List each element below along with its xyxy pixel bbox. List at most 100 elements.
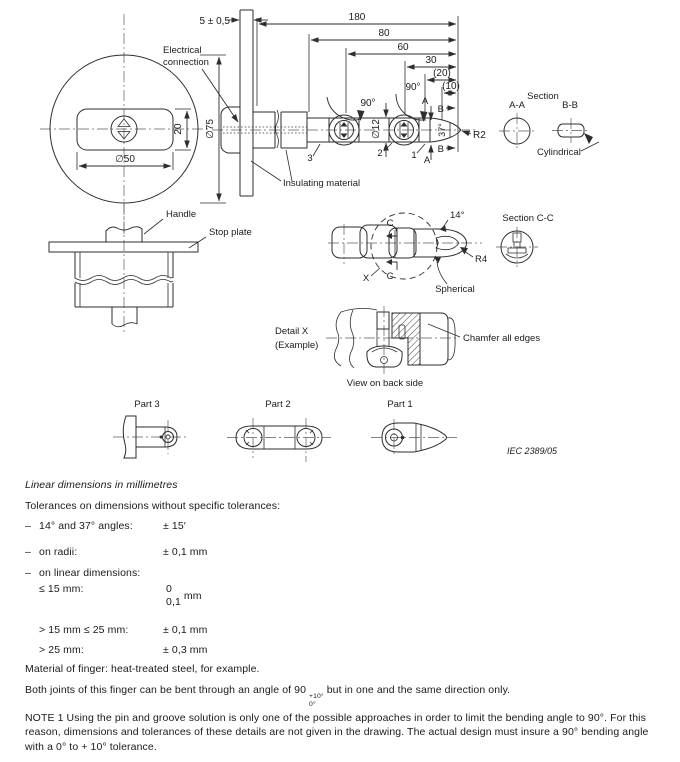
tolerance-row-gt25: > 25 mm: ± 0,3 mm bbox=[25, 644, 208, 656]
section-c-top-label: C bbox=[387, 218, 394, 229]
part2-label: Part 2 bbox=[265, 399, 290, 410]
detail-x-view: Detail X (Example) Chamfer all edges Vie… bbox=[275, 306, 540, 389]
tolerance-row-15-25: > 15 mm ≤ 25 mm: ± 0,1 mm bbox=[25, 624, 208, 636]
parts-row: Part 3 Part 2 Part 1 bbox=[113, 399, 457, 462]
finger-side-view: 37° ∅12 90° 90° A A B B R2 1 2 3 Electri… bbox=[163, 45, 486, 189]
knob-down-arrow-icon bbox=[117, 131, 131, 140]
bullet-dash: – bbox=[25, 546, 31, 558]
handle-stub bbox=[220, 106, 241, 154]
tolerance-label: on radii: bbox=[39, 546, 78, 558]
dim-r4: R4 bbox=[475, 254, 487, 265]
linear-dimensions-heading: Linear dimensions in millimetres bbox=[25, 479, 178, 491]
detail-x-label-1: Detail X bbox=[275, 326, 309, 337]
part-ref-2: 2 bbox=[377, 148, 382, 159]
hatched-section bbox=[391, 312, 421, 366]
finger-tip-outline bbox=[429, 117, 461, 143]
stop-plate-top-view: 5 ± 0,5 bbox=[199, 9, 268, 197]
bent-tip-outline bbox=[413, 228, 467, 258]
dim-10p: (10) bbox=[442, 81, 460, 92]
joints-tolerance-stack: +10°0° bbox=[309, 693, 324, 709]
tolerance-row-le15: ≤ 15 mm: 0 0,1 mm bbox=[25, 583, 202, 609]
section-a-bottom-label: A bbox=[424, 155, 431, 166]
note-1: NOTE 1 Using the pin and groove solution… bbox=[25, 712, 649, 753]
tolerance-upper: 0 bbox=[166, 583, 172, 595]
section-cc-label: Section C-C bbox=[502, 213, 553, 224]
detail-x-label-2: (Example) bbox=[275, 340, 318, 351]
dim-plate-thickness: 5 ± 0,5 bbox=[199, 16, 230, 27]
joints-tolerance-lower: 0° bbox=[309, 701, 316, 709]
sections-aa-bb: Section A-A B-B Cylindrical bbox=[499, 91, 600, 158]
section-bb-shape bbox=[557, 123, 585, 138]
dim-dia50: ∅50 bbox=[115, 154, 135, 165]
section-bb-label: B-B bbox=[562, 100, 578, 111]
tolerance-unit: mm bbox=[183, 590, 202, 603]
dim-180: 180 bbox=[349, 12, 366, 23]
center-knob bbox=[110, 115, 138, 143]
part3-label: Part 3 bbox=[134, 399, 159, 410]
bent-finger-view: C C 14° R4 Spherical X Section C-C bbox=[328, 210, 554, 295]
dim-20p: (20) bbox=[433, 68, 451, 79]
stop-plate-elevation bbox=[48, 241, 199, 253]
tolerance-row-linear: – on linear dimensions: bbox=[25, 567, 163, 579]
dim-14deg: 14° bbox=[450, 210, 465, 221]
dim-60: 60 bbox=[397, 42, 409, 53]
iec-figure-reference: IEC 2389/05 bbox=[507, 446, 558, 456]
section-aa-label: A-A bbox=[509, 100, 526, 111]
knob-up-arrow-icon bbox=[117, 118, 131, 127]
part-ref-3: 3 bbox=[307, 153, 312, 164]
chamfer-label: Chamfer all edges bbox=[463, 333, 540, 344]
section-a-top-label: A bbox=[422, 96, 429, 107]
part1-outline bbox=[381, 422, 447, 453]
cylindrical-arrow-icon bbox=[584, 133, 593, 144]
joints-note: Both joints of this finger can be bent t… bbox=[25, 684, 675, 709]
part2-outline bbox=[235, 425, 323, 450]
tolerance-label: > 25 mm: bbox=[39, 644, 84, 656]
section-aa-circle bbox=[503, 117, 531, 145]
tolerance-stack: 0 0,1 bbox=[166, 583, 181, 609]
section-b-bottom-label: B bbox=[438, 144, 444, 155]
view-back-label: View on back side bbox=[347, 378, 423, 389]
joint-2 bbox=[388, 114, 420, 146]
bullet-dash: – bbox=[25, 567, 31, 579]
tolerance-row-angles: – 14° and 37° angles: ± 15′ bbox=[25, 520, 186, 532]
pin bbox=[376, 311, 390, 330]
detail-x-ref: X bbox=[363, 273, 370, 284]
section-cc-circle bbox=[500, 230, 534, 264]
tolerance-label: on linear dimensions: bbox=[39, 567, 141, 579]
dim-30: 30 bbox=[425, 55, 437, 66]
section-c-bottom-label: C bbox=[387, 271, 394, 282]
tolerance-value: ± 0,1 mm bbox=[163, 624, 208, 636]
length-dimensions: 180 80 60 30 (20) (10) bbox=[256, 12, 460, 152]
cylindrical-label: Cylindrical bbox=[537, 147, 581, 158]
handle-label: Handle bbox=[166, 209, 196, 220]
electrical-connection-label-2: connection bbox=[163, 57, 209, 68]
dim-90deg-2: 90° bbox=[405, 82, 420, 93]
joints-tolerance-upper: +10° bbox=[309, 693, 324, 700]
tolerance-label: ≤ 15 mm: bbox=[39, 583, 84, 595]
part3-flange bbox=[122, 415, 137, 459]
section-word-label: Section bbox=[527, 91, 559, 102]
handle-elevation-view: Handle Stop plate bbox=[48, 202, 252, 334]
handle-front-view: ∅50 20 ∅75 bbox=[40, 14, 226, 234]
electrical-connection-label-1: Electrical bbox=[163, 45, 202, 56]
material-note: Material of finger: heat-treated steel, … bbox=[25, 663, 260, 675]
tolerance-label: 14° and 37° angles: bbox=[39, 520, 133, 532]
detail-x-circle bbox=[370, 212, 438, 280]
dim-90deg-1: 90° bbox=[360, 98, 375, 109]
joint-1 bbox=[328, 114, 360, 146]
groove bbox=[366, 345, 403, 368]
joints-note-post: but in one and the same direction only. bbox=[326, 684, 511, 696]
joints-note-pre: Both joints of this finger can be bent t… bbox=[25, 684, 307, 696]
tolerance-label: > 15 mm ≤ 25 mm: bbox=[39, 624, 129, 636]
tolerance-value: ± 0,1 mm bbox=[163, 546, 208, 558]
tolerance-value: ± 0,3 mm bbox=[163, 644, 208, 656]
tolerance-row-radii: – on radii: ± 0,1 mm bbox=[25, 546, 208, 558]
dim-dia12: ∅12 bbox=[371, 119, 382, 139]
section-b-top-label: B bbox=[438, 104, 444, 115]
part-ref-1: 1 bbox=[411, 150, 416, 161]
technical-drawing: ∅50 20 ∅75 5 ± 0,5 180 80 60 bbox=[40, 9, 600, 462]
stop-plate-label: Stop plate bbox=[209, 227, 252, 238]
dim-37deg: 37° bbox=[437, 123, 447, 137]
tolerances-heading: Tolerances on dimensions without specifi… bbox=[25, 500, 281, 512]
tolerance-lower: 0,1 bbox=[166, 596, 181, 609]
